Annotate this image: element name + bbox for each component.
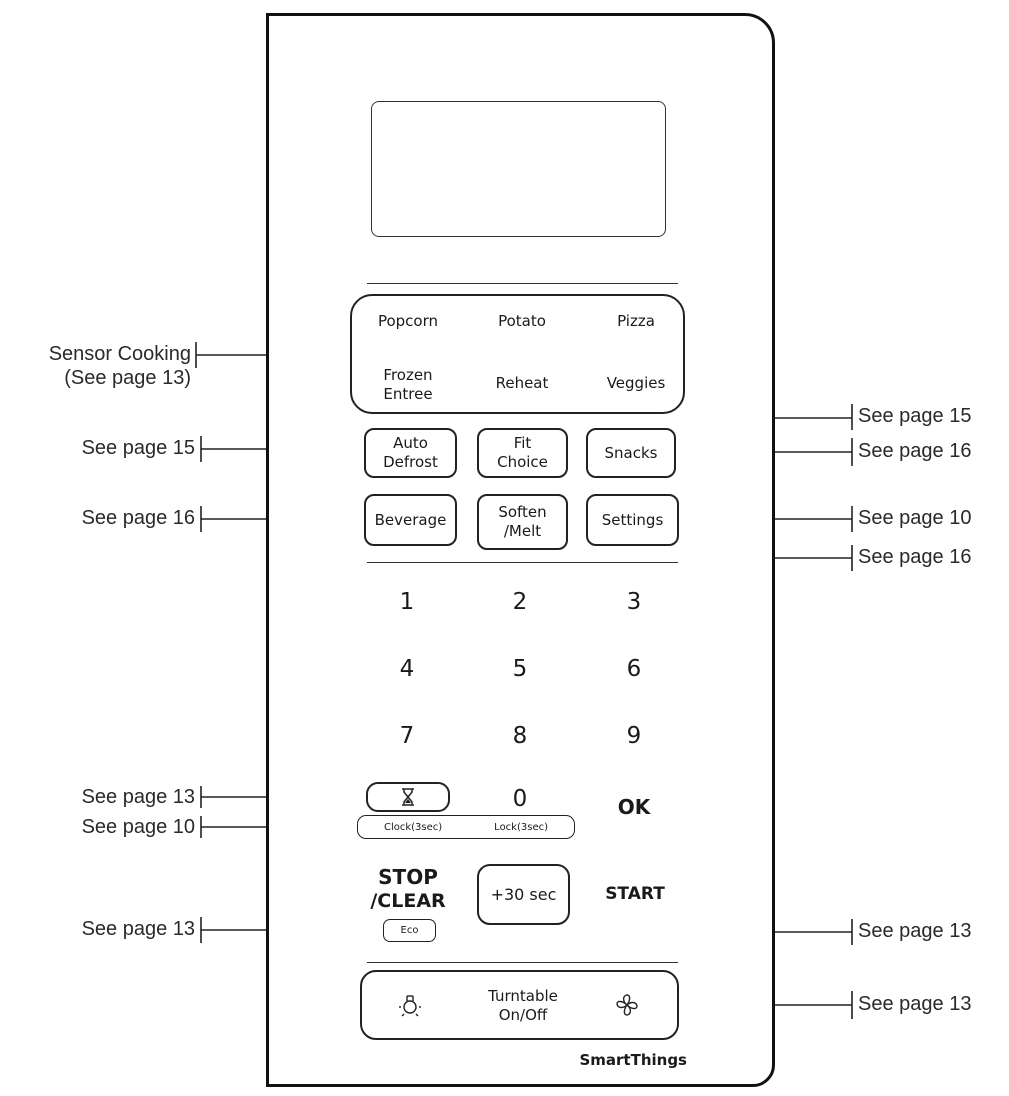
lock-label: Lock(3sec): [494, 821, 548, 833]
callout-plus-30-sec: See page 13: [858, 920, 972, 942]
digit-5-button[interactable]: 5: [512, 656, 528, 682]
hourglass-icon: [402, 788, 414, 806]
frozen-entree-button[interactable]: Frozen Entree: [383, 366, 433, 403]
callout-fit-choice: See page 15: [858, 405, 972, 427]
callout-settings: See page 10: [858, 507, 972, 529]
eco-button[interactable]: Eco: [383, 919, 436, 942]
digit-8-button[interactable]: 8: [512, 723, 528, 749]
reheat-button[interactable]: Reheat: [495, 373, 549, 392]
callout-clock-lock: See page 10: [81, 816, 195, 838]
callout-eco: See page 13: [81, 918, 195, 940]
pizza-button[interactable]: Pizza: [617, 311, 655, 330]
turntable-button[interactable]: Turntable On/Off: [488, 987, 558, 1024]
bottom-control-bar: [360, 970, 679, 1040]
beverage-button[interactable]: Beverage: [364, 494, 457, 546]
digit-3-button[interactable]: 3: [626, 589, 642, 615]
callout-soften-melt: See page 16: [858, 546, 972, 568]
clock-label: Clock(3sec): [383, 821, 443, 833]
fan-icon: [616, 994, 638, 1016]
plus-30-sec-button[interactable]: +30 sec: [477, 864, 570, 925]
digit-9-button[interactable]: 9: [626, 723, 642, 749]
digit-6-button[interactable]: 6: [626, 656, 642, 682]
fit-choice-button[interactable]: Fit Choice: [477, 428, 568, 478]
digit-4-button[interactable]: 4: [399, 656, 415, 682]
veggies-button[interactable]: Veggies: [606, 373, 666, 392]
ok-button[interactable]: OK: [617, 795, 651, 819]
sensor-cooking-group: [350, 294, 685, 414]
clear-label[interactable]: /CLEAR: [370, 890, 446, 912]
digit-1-button[interactable]: 1: [399, 589, 415, 615]
auto-defrost-button[interactable]: Auto Defrost: [364, 428, 457, 478]
callout-sensor-cooking: Sensor Cooking (See page 13): [48, 343, 191, 389]
timer-button[interactable]: [366, 782, 450, 812]
stop-label[interactable]: STOP: [378, 865, 438, 889]
callout-vent: See page 13: [858, 993, 972, 1015]
callout-timer: See page 13: [81, 786, 195, 808]
callout-auto-defrost: See page 15: [81, 437, 195, 459]
light-button[interactable]: [395, 990, 425, 1020]
digit-2-button[interactable]: 2: [512, 589, 528, 615]
divider-bottom: [367, 962, 678, 963]
light-bulb-icon: [399, 995, 421, 1017]
snacks-button[interactable]: Snacks: [586, 428, 676, 478]
display-window: [371, 101, 666, 237]
start-button[interactable]: START: [605, 884, 665, 904]
divider-top: [367, 283, 678, 284]
divider-middle: [367, 562, 678, 563]
clock-lock-bar[interactable]: Clock(3sec) Lock(3sec): [357, 815, 575, 839]
digit-7-button[interactable]: 7: [399, 723, 415, 749]
brand-logo: SmartThings: [579, 1051, 687, 1069]
soften-melt-button[interactable]: Soften /Melt: [477, 494, 568, 550]
callout-beverage: See page 16: [81, 507, 195, 529]
settings-button[interactable]: Settings: [586, 494, 679, 546]
fan-button[interactable]: [612, 990, 642, 1020]
popcorn-button[interactable]: Popcorn: [377, 311, 439, 330]
potato-button[interactable]: Potato: [498, 311, 546, 330]
digit-0-button[interactable]: 0: [512, 786, 528, 812]
callout-snacks: See page 16: [858, 440, 972, 462]
